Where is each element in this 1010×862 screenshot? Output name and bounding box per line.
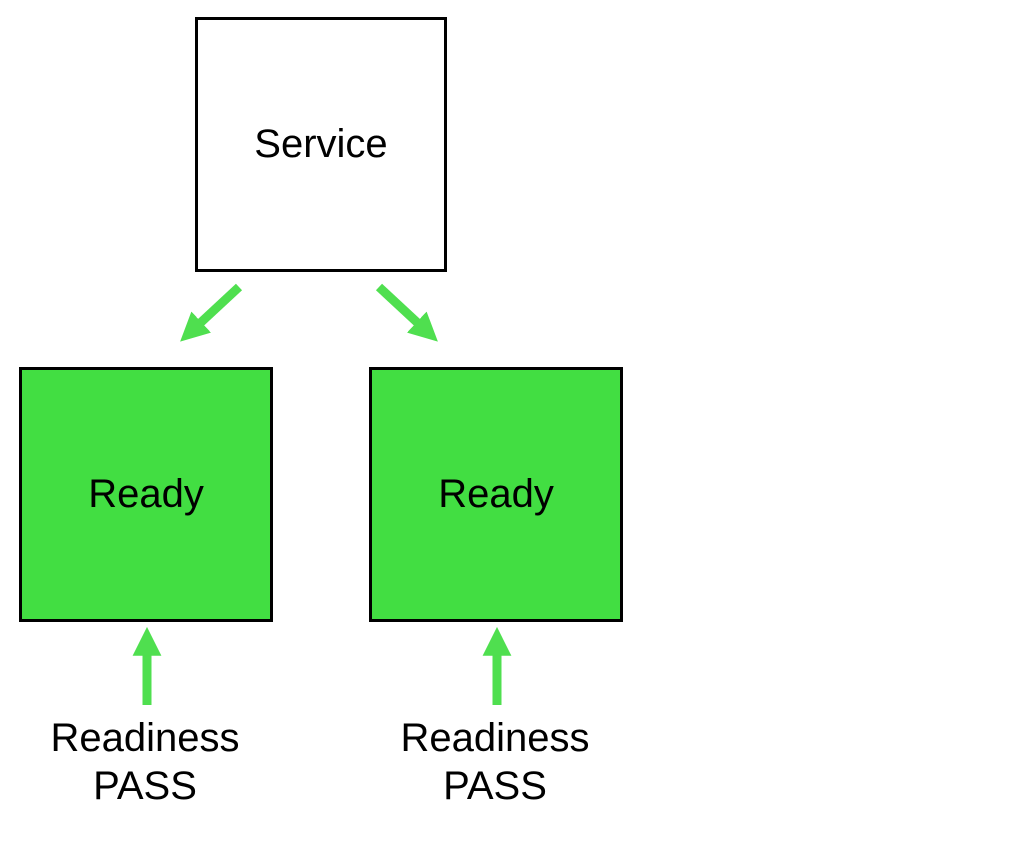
readiness-label-left-line1: Readiness [50,716,240,760]
arrow-down-right-icon [375,283,438,342]
readiness-label-left-line2: PASS [93,764,197,808]
pod-right-label: Ready [438,472,554,516]
readiness-label-right-line2: PASS [443,764,547,808]
pod-box-right: Ready [369,367,623,622]
service-label: Service [254,122,388,166]
service-box: Service [195,17,447,272]
readiness-label-left: Readiness PASS [0,714,295,810]
pod-box-left: Ready [19,367,273,622]
readiness-label-right: Readiness PASS [345,714,645,810]
readiness-label-right-line1: Readiness [400,716,590,760]
pod-left-label: Ready [88,472,204,516]
arrow-down-left-icon [180,283,243,342]
